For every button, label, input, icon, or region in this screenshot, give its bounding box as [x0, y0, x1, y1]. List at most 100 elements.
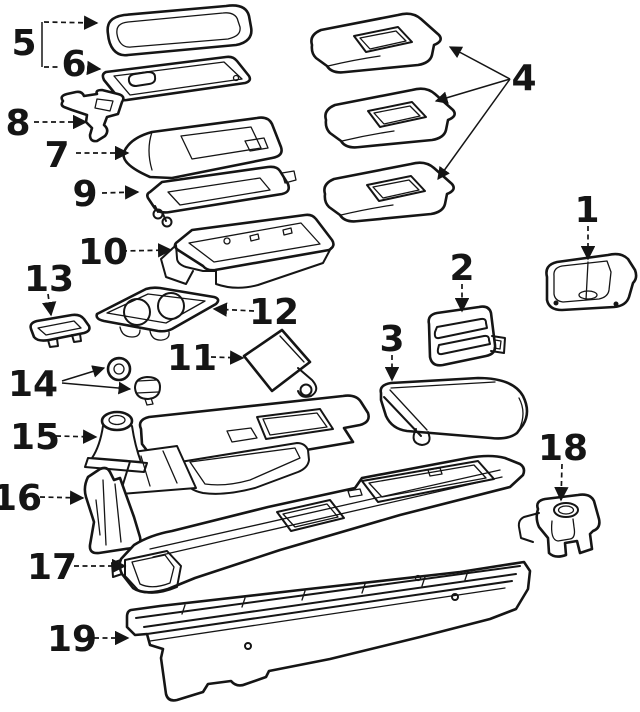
- callout-1: 1: [574, 190, 600, 261]
- part-5-outline: [106, 4, 253, 57]
- part-1-screw: [553, 300, 559, 306]
- callout-7: 7: [44, 135, 130, 176]
- part-15-body: [91, 425, 142, 463]
- part-6-outline: [101, 55, 252, 102]
- part-2-slat: [436, 334, 491, 356]
- part-10-hole: [223, 237, 231, 245]
- part-2-outline: [427, 305, 497, 367]
- part-4-front-line: [340, 204, 394, 216]
- callout-10-label: 10: [78, 232, 128, 273]
- part-9-hinge-frame: [146, 165, 297, 228]
- part-3-top-edge: [390, 381, 496, 389]
- part-2-slat: [433, 317, 488, 340]
- callout-13-label: 13: [24, 259, 74, 300]
- part-18-outline: [535, 493, 601, 558]
- callout-10-leader-line: [121, 243, 173, 258]
- callout-13-leader-line: [42, 293, 57, 317]
- callout-14: 14: [8, 364, 132, 405]
- part-11-pivot-ring: [299, 383, 313, 397]
- part-12-under-bumps: [119, 326, 170, 341]
- part-15-cap-inner: [108, 414, 126, 426]
- callout-2: 2: [449, 248, 475, 313]
- part-3-outline: [379, 376, 529, 440]
- part-18-side-wing: [517, 512, 540, 543]
- part-17-shift-opening: [276, 499, 345, 532]
- part-4-opening-inner: [372, 179, 420, 199]
- part-14-grommets: [106, 356, 161, 406]
- part-7-cover-panel: [122, 116, 283, 180]
- callout-6-label: 6: [61, 44, 86, 85]
- part-4-trim-plate-bottom: [323, 161, 455, 223]
- part-7-inner-rect-small: [244, 137, 269, 152]
- part-12-cup-recess: [123, 298, 151, 326]
- callout-4-leader-line: [448, 46, 511, 80]
- callout-16: 16: [0, 478, 85, 519]
- callout-13: 13: [24, 259, 74, 317]
- part-15-lever-boot: [84, 410, 148, 473]
- part-5-console-lid: [106, 4, 253, 57]
- callout-15: 15: [10, 417, 98, 458]
- callout-1-label: 1: [574, 190, 599, 231]
- part-19-outline: [125, 560, 532, 702]
- callout-16-leader-line: [39, 490, 85, 505]
- callout-7-label: 7: [44, 135, 69, 176]
- shift-boot-skirt-folds: [140, 450, 178, 487]
- callout-18-leader-line: [554, 463, 569, 502]
- part-17-shift-opening-inner: [282, 503, 339, 528]
- top-plate-opening: [256, 408, 334, 440]
- part-14-bushing-foot: [144, 397, 154, 406]
- part-1-rear-housing: [545, 252, 638, 312]
- part-4-opening-inner: [373, 105, 421, 125]
- part-11-door-flap: [242, 328, 318, 398]
- part-15-base-flange: [84, 457, 148, 473]
- callout-4: 4: [434, 46, 537, 181]
- part-9-hinge-knuckle: [161, 216, 173, 228]
- part-9-opening: [167, 177, 271, 206]
- part-8-hinge-bracket: [60, 88, 125, 143]
- part-17-console-body: [111, 454, 526, 594]
- callout-11: 11: [167, 338, 245, 379]
- console-top-plate-assembly: [119, 394, 370, 495]
- part-17-front-bin: [124, 550, 182, 594]
- part-3-side-thickness: [518, 397, 524, 431]
- callout-18-label: 18: [538, 428, 588, 469]
- callout-12: 12: [212, 292, 299, 333]
- part-3-hinge-curl: [412, 428, 431, 446]
- top-plate-hanging-bin: [179, 442, 310, 495]
- part-17-bosses: [347, 467, 443, 498]
- part-6-inner-line: [113, 61, 243, 96]
- part-4-front-line: [327, 55, 381, 67]
- part-9-outline: [146, 165, 291, 214]
- part-10-rim: [173, 213, 335, 272]
- part-18-arch-cut: [550, 518, 576, 542]
- part-14-grommet-outline: [106, 356, 132, 382]
- part-14-bushing-outline: [134, 376, 161, 400]
- callout-4-leader-line: [434, 78, 511, 104]
- part-3-armrest-lid: [379, 376, 529, 446]
- callout-8-label: 8: [5, 103, 30, 144]
- part-19-ribs: [181, 570, 469, 615]
- part-4-opening: [367, 101, 427, 128]
- part-6-lid-inner-panel: [101, 55, 252, 102]
- callout-15-label: 15: [10, 417, 60, 458]
- part-17-side-rails: [149, 469, 503, 558]
- part-1-screw: [613, 301, 619, 307]
- part-8-outline: [60, 88, 125, 143]
- callout-17: 17: [27, 547, 127, 588]
- part-18-rear-bracket: [517, 493, 601, 558]
- part-4-opening: [366, 175, 426, 202]
- part-11-arm: [297, 367, 318, 398]
- callout-11-leader-line: [210, 350, 245, 365]
- part-9-tab: [281, 170, 297, 184]
- part-4-opening-inner: [359, 30, 407, 50]
- part-10-clips: [249, 227, 293, 242]
- part-17-rear-opening-inner: [368, 464, 487, 498]
- part-2-side-bracket: [490, 335, 506, 354]
- callout-4-label: 4: [511, 58, 536, 99]
- callout-14-leader-line: [61, 381, 132, 395]
- part-3-hinge-strip-inner: [389, 389, 428, 431]
- part-19-lower-tray: [125, 560, 532, 702]
- callout-3-label: 3: [379, 319, 404, 360]
- part-13-small-cover: [29, 313, 91, 348]
